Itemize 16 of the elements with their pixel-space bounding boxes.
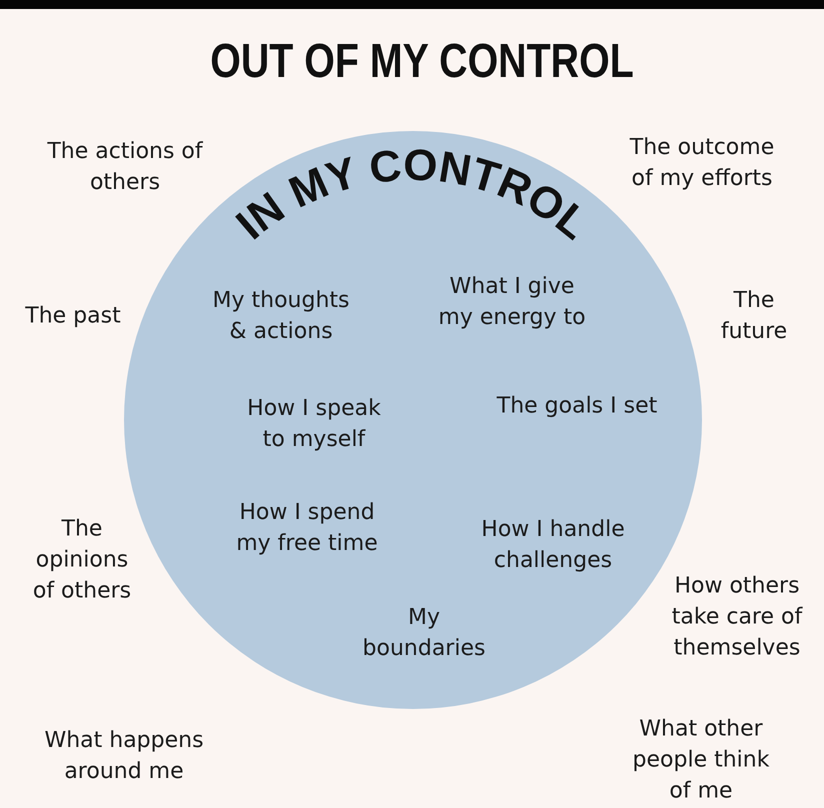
outside-item-text: The outcome of my efforts bbox=[630, 134, 774, 193]
outside-item-text: The opinions of others bbox=[32, 516, 132, 606]
item-text: My thoughts & actions bbox=[212, 287, 350, 346]
item-text: The goals I set bbox=[496, 392, 658, 420]
outside-item-text: The future bbox=[720, 287, 788, 346]
item-text: My boundaries bbox=[362, 604, 486, 663]
outside-item-text: The past bbox=[25, 302, 121, 330]
item-text: How I spend my free time bbox=[236, 499, 378, 558]
item-text: How I speak to myself bbox=[247, 395, 381, 454]
item-text: What I give my energy to bbox=[438, 273, 586, 332]
title: OUT OF MY CONTROL bbox=[210, 36, 634, 88]
outside-item-text: What other people think of me bbox=[632, 716, 770, 806]
outside-item-text: What happens around me bbox=[44, 727, 204, 786]
outside-item-text: The actions of others bbox=[47, 138, 203, 197]
outside-item-text: How others take care of themselves bbox=[672, 572, 802, 662]
item-text: How I handle challenges bbox=[481, 516, 625, 575]
